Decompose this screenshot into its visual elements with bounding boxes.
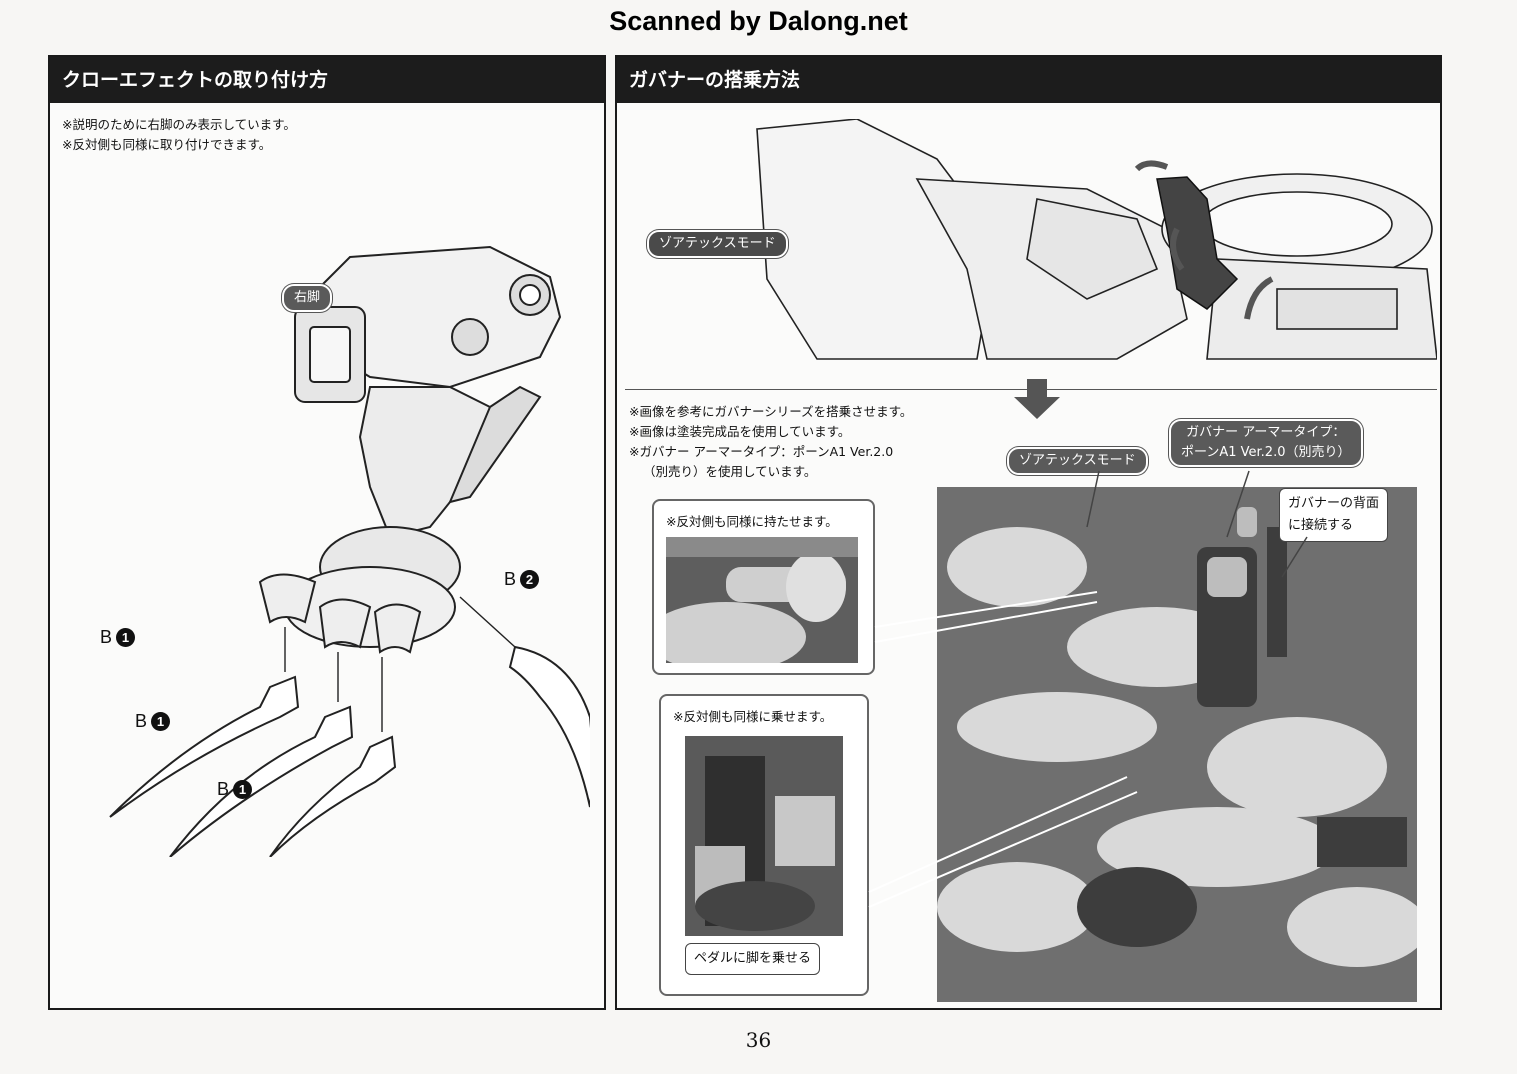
part-number: 1	[116, 628, 136, 647]
watermark: Scanned by Dalong.net	[609, 6, 908, 36]
claw-effect-title: クローエフェクトの取り付け方	[50, 57, 604, 103]
armor-type-tag: ガバナー アーマータイプ： ポーンA1 Ver.2.0（別売り）	[1169, 419, 1363, 467]
claw-effect-panel: クローエフェクトの取り付け方 ※説明のために右脚のみ表示しています。 ※反対側も…	[48, 55, 606, 1010]
governor-boarding-title: ガバナーの搭乗方法	[617, 57, 1440, 103]
pedal-detail-photo	[685, 736, 843, 936]
zoatex-cockpit-illustration	[756, 119, 1437, 360]
assembled-model-photo	[937, 487, 1417, 1002]
part-label-b1: B 1	[135, 711, 171, 732]
leader-lines	[868, 470, 1308, 908]
ride-detail-inset: ※反対側も同様に乗せます。 ペダルに脚を乗せる	[659, 694, 869, 996]
armor-tag-line: ガバナー アーマータイプ：	[1186, 425, 1346, 440]
armor-tag-line: ポーンA1 Ver.2.0（別売り）	[1181, 445, 1351, 460]
page-number: 36	[745, 1028, 772, 1052]
boarding-note: ※ガバナー アーマータイプ：ポーンA1 Ver.2.0	[629, 444, 894, 459]
part-letter: B	[100, 627, 113, 647]
right-leg-illustration	[109, 245, 590, 857]
boarding-note: （別売り）を使用しています。	[643, 464, 817, 479]
part-number: 1	[151, 712, 171, 731]
governor-boarding-panel: ガバナーの搭乗方法 ゾアテックスモード ※画像を参考にガバナーシリーズを搭乗させ…	[615, 55, 1442, 1010]
pedal-callout: ペダルに脚を乗せる	[685, 943, 821, 975]
claw-notes: ※説明のために右脚のみ表示しています。 ※反対側も同様に取り付けできます。	[62, 115, 296, 155]
part-label-b1: B 1	[100, 627, 136, 648]
part-number: 2	[520, 570, 540, 589]
boarding-note: ※画像を参考にガバナーシリーズを搭乗させます。	[629, 404, 913, 419]
back-connect-callout: ガバナーの背面 に接続する	[1279, 488, 1389, 542]
inset-label: ※反対側も同様に乗せます。	[673, 709, 833, 724]
hold-detail-inset: ※反対側も同様に持たせます。	[652, 499, 875, 675]
boarding-note: ※画像は塗装完成品を使用しています。	[629, 424, 851, 439]
claw-note: ※説明のために右脚のみ表示しています。	[62, 117, 296, 132]
inset-label: ※反対側も同様に持たせます。	[666, 514, 838, 529]
part-label-b2: B 2	[504, 569, 540, 590]
mode-tag-top: ゾアテックスモード	[647, 230, 788, 258]
section-divider	[625, 389, 1437, 390]
part-number: 1	[233, 780, 253, 799]
right-leg-tag: 右脚	[282, 284, 333, 312]
part-letter: B	[217, 779, 230, 799]
part-letter: B	[135, 711, 148, 731]
mode-tag-photo: ゾアテックスモード	[1007, 447, 1148, 475]
claw-note: ※反対側も同様に取り付けできます。	[62, 137, 272, 152]
arrow-down-icon	[1014, 379, 1060, 419]
callout-line: ガバナーの背面	[1288, 496, 1380, 511]
callout-line: に接続する	[1288, 518, 1354, 533]
part-label-b1: B 1	[217, 779, 253, 800]
hand-detail-photo	[666, 537, 858, 663]
boarding-notes: ※画像を参考にガバナーシリーズを搭乗させます。 ※画像は塗装完成品を使用していま…	[629, 402, 912, 482]
part-letter: B	[504, 569, 517, 589]
